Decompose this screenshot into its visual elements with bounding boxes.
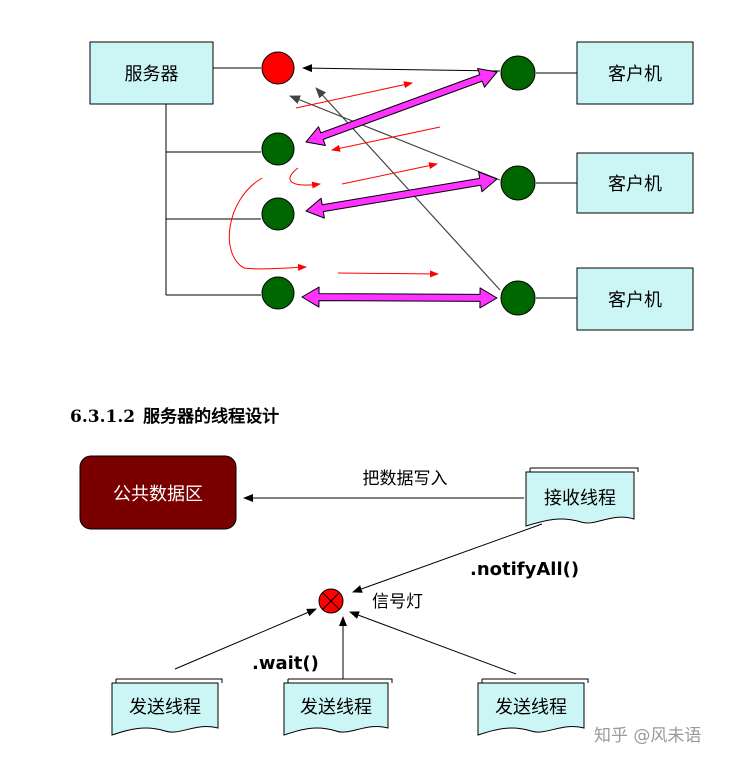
- red-curve-arrow: [228, 177, 307, 271]
- client-label: 客户机: [608, 64, 662, 85]
- client-box-1: 客户机: [576, 41, 694, 105]
- magenta-arrows: [301, 68, 498, 309]
- wait-arrow: [174, 608, 317, 670]
- server-nodes: [261, 51, 295, 310]
- red-arrow: [331, 126, 441, 152]
- shared-data-box: 公共数据区: [79, 455, 237, 530]
- server-box: 服务器: [89, 41, 214, 105]
- magenta-double-arrow: [305, 68, 498, 146]
- signal-label: 信号灯: [372, 592, 423, 612]
- receive-thread-box: 接收线程: [525, 467, 639, 527]
- client-box-2: 客户机: [576, 152, 694, 214]
- client-nodes: [500, 55, 536, 316]
- magenta-double-arrow: [301, 286, 498, 309]
- section-heading: 6.3.1.2 服务器的线程设计: [70, 402, 279, 427]
- wait-arrow: [349, 611, 517, 675]
- server-thread-node: [261, 276, 295, 310]
- request-arrow: [302, 64, 501, 73]
- notify-arrow: [352, 523, 543, 593]
- server-connections: [165, 67, 261, 296]
- shared-data-label: 公共数据区: [113, 484, 203, 505]
- server-listener-node: [261, 51, 295, 85]
- red-flow-arrows: [228, 81, 441, 278]
- client-node: [500, 280, 536, 316]
- signal-lamp: [318, 588, 344, 614]
- client-connections: [536, 72, 577, 299]
- send-thread-label: 发送线程: [129, 697, 201, 718]
- server-thread-node: [261, 197, 295, 231]
- client-node: [500, 55, 536, 91]
- client-box-3: 客户机: [576, 267, 694, 331]
- section-title: 服务器的线程设计: [143, 407, 280, 427]
- magenta-double-arrow: [305, 171, 498, 219]
- request-arrows: [302, 64, 501, 73]
- receive-thread-label: 接收线程: [544, 488, 616, 509]
- send-thread-label: 发送线程: [300, 697, 372, 718]
- section-number: 6.3.1.2: [70, 407, 136, 427]
- red-arrow: [337, 270, 439, 278]
- write-label: 把数据写入: [363, 469, 448, 489]
- server-label: 服务器: [125, 64, 179, 85]
- long-arrows: [289, 87, 501, 291]
- notify-label: .notifyAll(): [470, 559, 579, 580]
- red-curve-arrow: [289, 167, 321, 189]
- red-arrow: [295, 81, 413, 109]
- request-arrow: [289, 95, 501, 181]
- send-thread-label: 发送线程: [495, 697, 567, 718]
- red-arrow: [341, 162, 438, 185]
- request-arrow: [315, 87, 501, 291]
- client-label: 客户机: [608, 174, 662, 195]
- client-node: [500, 165, 536, 201]
- send-thread-box-2: 发送线程: [283, 678, 393, 736]
- watermark: 知乎 @风未语: [594, 726, 701, 746]
- wait-arrows: [174, 608, 517, 679]
- server-thread-node: [261, 132, 295, 166]
- send-thread-box-1: 发送线程: [111, 678, 223, 736]
- send-thread-box-3: 发送线程: [477, 678, 589, 736]
- wait-label: .wait(): [252, 653, 319, 674]
- client-label: 客户机: [608, 290, 662, 311]
